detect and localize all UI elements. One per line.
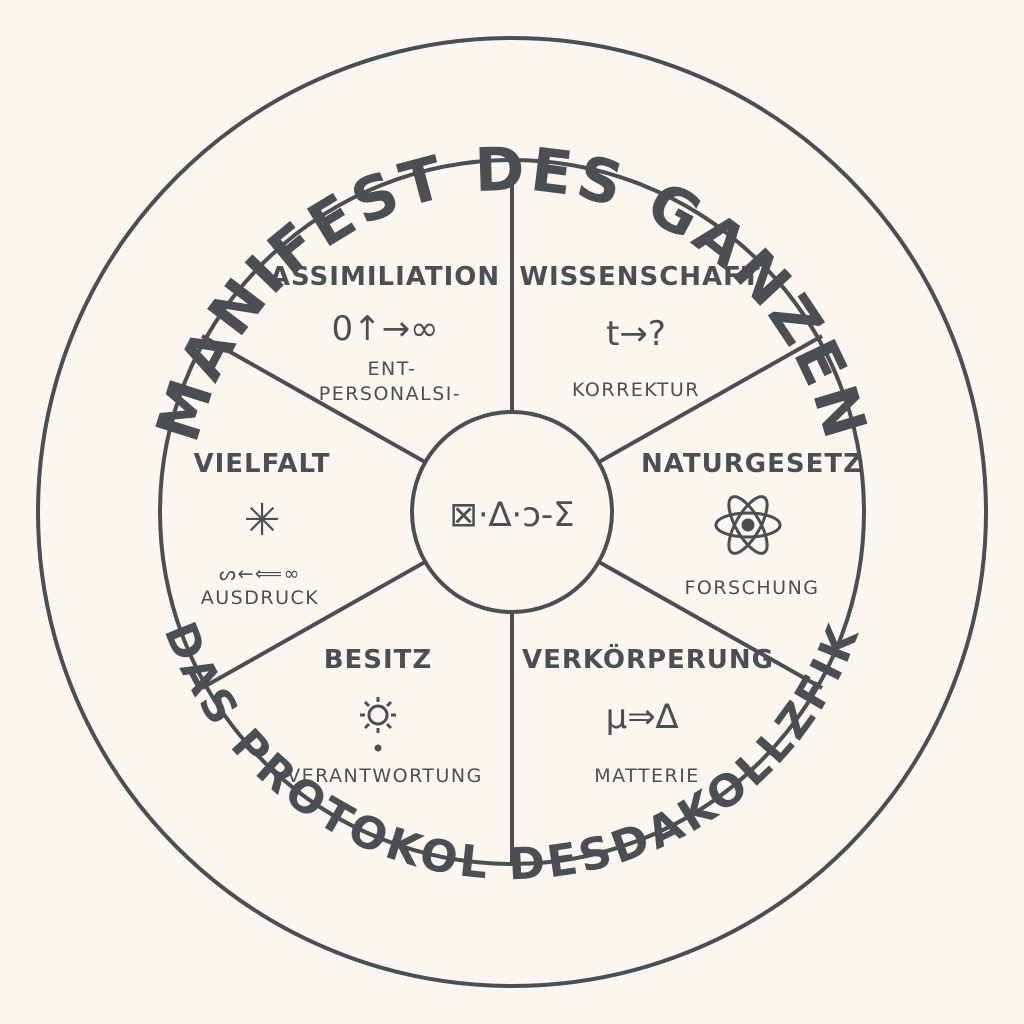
segment-caption: ᔕ←⟸∞ [219,563,301,585]
segment-caption: MATTERIE [594,765,700,787]
segment-assimiliation: ASSIMILIATION 0↑→∞ ENT- PERSONALSI- [270,262,500,405]
segment-heading: VERKÖRPERUNG [522,642,774,675]
segment-caption: FORSCHUNG [684,577,819,599]
segment-heading: VIELFALT [193,449,330,479]
segment-heading: WISSENSCHAFT [519,262,760,292]
spoke-upper-left [201,334,426,464]
segment-heading: ASSIMILIATION [270,262,500,292]
outer-ring [36,36,988,988]
mu-triangle-icon: μ⇒∆ [606,697,679,737]
spoke-upper-right [598,334,823,464]
segment-naturgesetz: NATURGESETZ FORSCHUNG [641,449,863,599]
spoke-lower-left [201,560,426,690]
asterisk-icon: ✳ [244,495,281,546]
segment-heading: NATURGESETZ [641,449,863,479]
arrow-infinity-icon: 0↑→∞ [332,309,439,349]
segment-caption: KORREKTUR [572,379,700,401]
center-glyph-icon: ⊠·∆·ↄ-Σ [449,495,574,535]
segment-verkoerperung: VERKÖRPERUNG μ⇒∆ MATTERIE [522,642,774,787]
segment-vielfalt: VIELFALT ✳ ᔕ←⟸∞ AUSDRUCK [193,449,330,609]
atom-icon [714,495,782,555]
sun-gear-icon [360,697,396,752]
question-arrow-icon: t→? [606,314,666,354]
segment-heading: BESITZ [324,645,433,675]
spoke-lower-right [598,560,823,690]
segment-caption: PERSONALSI- [319,383,462,405]
segment-besitz: BESITZ VERANTWORTUNG [287,645,483,787]
segment-wissenschaft: WISSENSCHAFT t→? KORREKTUR [519,262,760,401]
segment-caption: ENT- [368,358,417,380]
segment-caption: VERANTWORTUNG [287,765,483,787]
segment-caption: AUSDRUCK [201,587,319,609]
